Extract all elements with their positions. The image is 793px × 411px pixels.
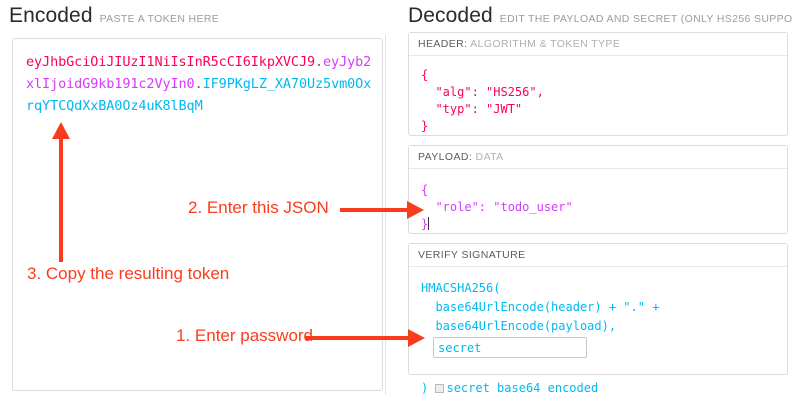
signature-footer-row: ) secret base64 encoded bbox=[421, 379, 777, 398]
sig-line-3: base64UrlEncode(payload), bbox=[421, 319, 617, 333]
sig-close-paren: ) bbox=[421, 381, 429, 395]
annotation-step-3: 3. Copy the resulting token bbox=[27, 264, 230, 283]
header-pane-label-strong: HEADER: bbox=[418, 38, 468, 50]
signature-formula: HMACSHA256( base64UrlEncode(header) + ".… bbox=[409, 267, 787, 406]
encoded-subtitle: PASTE A TOKEN HERE bbox=[99, 13, 220, 25]
arrow-1-shaft bbox=[305, 336, 409, 340]
decoded-header-pane: HEADER: ALGORITHM & TOKEN TYPE { "alg": … bbox=[408, 32, 788, 136]
payload-line-role: "role": "todo_user" bbox=[421, 200, 573, 214]
sig-line-2: base64UrlEncode(header) + "." + bbox=[421, 300, 660, 314]
header-pane-label: HEADER: ALGORITHM & TOKEN TYPE bbox=[409, 33, 787, 56]
arrow-1-head-icon bbox=[408, 329, 425, 347]
base64-encoded-label: secret base64 encoded bbox=[446, 381, 599, 395]
signature-pane-label-strong: VERIFY SIGNATURE bbox=[418, 249, 526, 261]
arrow-2-head-icon bbox=[407, 201, 424, 219]
verify-signature-pane: VERIFY SIGNATURE HMACSHA256( base64UrlEn… bbox=[408, 243, 788, 395]
decoded-title: Decoded bbox=[408, 4, 493, 27]
payload-pane-label-weak: DATA bbox=[475, 151, 504, 163]
annotation-arrow-3 bbox=[52, 122, 70, 262]
token-header-segment: eyJhbGciOiJIUzI1NiIsInR5cCI6IkpXVCJ9 bbox=[26, 54, 315, 70]
payload-pane-label: PAYLOAD: DATA bbox=[409, 146, 787, 169]
payload-close-brace: } bbox=[421, 217, 429, 231]
header-pane-label-weak: ALGORITHM & TOKEN TYPE bbox=[470, 38, 621, 50]
token-signature-segment: IF9PKgLZ_XA70Uz5vm0OxrqYTCQdXxBA0Oz4uK8l… bbox=[26, 76, 372, 114]
decoded-subtitle: EDIT THE PAYLOAD AND SECRET (ONLY HS256 … bbox=[499, 13, 793, 25]
decoded-column-header: Decoded EDIT THE PAYLOAD AND SECRET (ONLY… bbox=[408, 4, 793, 28]
token-dot-2: . bbox=[194, 76, 203, 92]
arrow-2-shaft bbox=[340, 208, 408, 212]
annotation-step-1: 1. Enter password bbox=[176, 326, 314, 345]
text-caret bbox=[428, 217, 430, 230]
encoded-column-header: Encoded PASTE A TOKEN HERE bbox=[9, 4, 219, 28]
token-text[interactable]: eyJhbGciOiJIUzI1NiIsInR5cCI6IkpXVCJ9.eyJ… bbox=[26, 51, 372, 117]
secret-input[interactable] bbox=[433, 337, 587, 358]
header-open-brace: { bbox=[421, 68, 429, 82]
encoded-token-textarea[interactable]: eyJhbGciOiJIUzI1NiIsInR5cCI6IkpXVCJ9.eyJ… bbox=[12, 38, 383, 391]
signature-pane-label: VERIFY SIGNATURE bbox=[409, 244, 787, 267]
token-payload-segment: eyJyb2xlIjoidG9kb191c2VyIn0 bbox=[26, 54, 372, 92]
payload-json-editor[interactable]: { "role": "todo_user" } bbox=[409, 169, 787, 241]
payload-open-brace: { bbox=[421, 183, 429, 197]
column-divider bbox=[385, 35, 386, 395]
header-line-alg: "alg": "HS256", bbox=[421, 85, 544, 99]
payload-pane-label-strong: PAYLOAD: bbox=[418, 151, 473, 163]
arrow-3-head-icon bbox=[52, 122, 70, 139]
header-close-brace: } bbox=[421, 119, 429, 133]
encoded-title: Encoded bbox=[9, 4, 93, 27]
base64-encoded-checkbox[interactable] bbox=[435, 384, 445, 393]
arrow-3-shaft bbox=[59, 136, 63, 262]
sig-line-1: HMACSHA256( bbox=[421, 281, 501, 295]
header-line-typ: "typ": "JWT" bbox=[421, 102, 523, 116]
decoded-payload-pane: PAYLOAD: DATA { "role": "todo_user" } bbox=[408, 145, 788, 234]
header-json-editor[interactable]: { "alg": "HS256", "typ": "JWT" } bbox=[409, 56, 787, 143]
token-dot-1: . bbox=[315, 54, 324, 70]
annotation-step-2: 2. Enter this JSON bbox=[188, 198, 329, 217]
